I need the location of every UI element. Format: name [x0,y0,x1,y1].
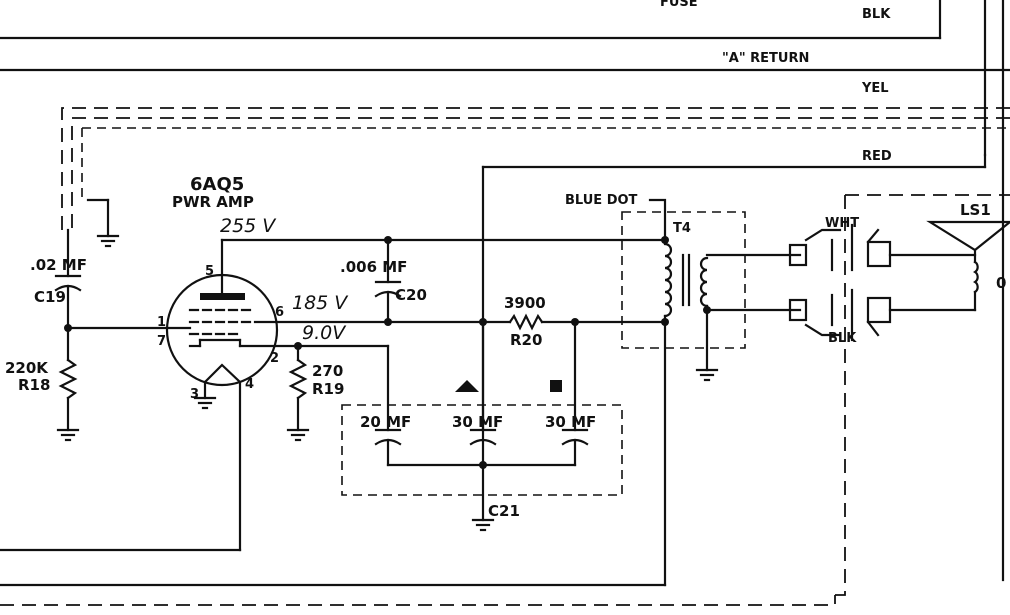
a-return-label: "A" RETURN [722,51,809,66]
capacitor-c20 [374,238,402,324]
shield-ground [86,198,120,248]
tube-function-label: PWR AMP [172,193,254,211]
tube-type-label: 6AQ5 [190,174,244,195]
c20-value-label: .006 MF [340,258,407,276]
yel-wire-label: YEL [861,81,889,96]
t4-outline [621,211,746,349]
ls1-ref-label: LS1 [960,201,991,219]
wht-wire-label: WHT [825,216,859,231]
c19-ref-label: C19 [34,288,66,306]
speaker-plug-wht [788,223,977,272]
c20-ref-label: C20 [395,286,427,304]
speaker-ls1 [926,220,1010,312]
resistor-r19 [286,344,310,442]
triangle-marker-icon [455,380,479,392]
pin-2-label: 2 [270,351,279,366]
pin-4-label: 4 [245,377,254,392]
shield-dashes [0,107,1010,606]
pin-1-label: 1 [157,315,166,330]
cathode-voltage-label: 9.0V [302,322,347,344]
transformer-t4 [648,198,802,382]
r20-value-label: 3900 [504,294,546,312]
fuse-label: FUSE [660,0,698,10]
c21b-value-label: 30 MF [452,413,503,431]
speaker-plug-blk [788,288,977,342]
r18-ref-label: R18 [18,376,50,394]
screen-voltage-label: 185 V [292,292,349,314]
plate-voltage-label: 255 V [220,215,277,237]
c21-ref-label: C21 [488,502,520,520]
tube-6aq5 [165,238,392,552]
red-wire-label: RED [862,149,892,164]
t4-ref-label: T4 [673,221,691,236]
r19-ref-label: R19 [312,380,344,398]
blue-dot-label: BLUE DOT [565,193,638,208]
pin-6-label: 6 [275,305,284,320]
r19-value-label: 270 [312,362,343,380]
c19-value-label: .02 MF [30,256,87,274]
blk-connector-label: BLK [828,331,857,346]
r20-ref-label: R20 [510,331,542,349]
pin-7-label: 7 [157,334,166,349]
top-rails [0,0,1010,582]
resistor-r20 [508,313,667,331]
square-marker-icon [550,380,562,392]
resistor-r18 [56,326,80,442]
c21c-value-label: 30 MF [545,413,596,431]
blk-wire-label: BLK [862,7,891,22]
pin-3-label: 3 [190,387,199,402]
capacitor-c19 [54,228,82,330]
ls1-partial-label: 0 [996,274,1006,292]
r18-value-label: 220K [5,359,49,377]
c21a-value-label: 20 MF [360,413,411,431]
pin-5-label: 5 [205,264,214,279]
